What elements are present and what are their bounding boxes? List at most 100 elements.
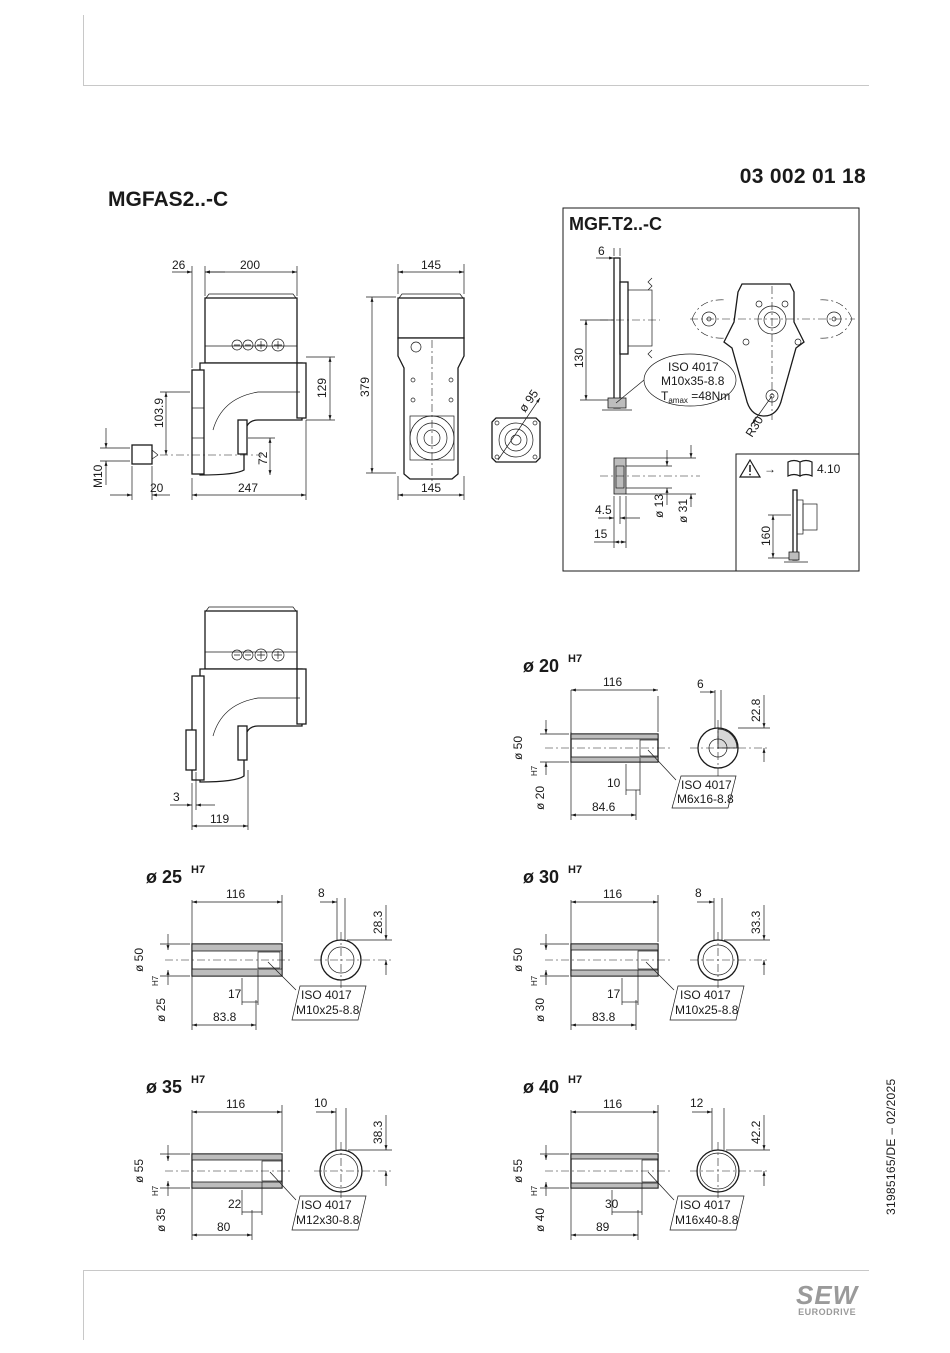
led-indicators	[231, 338, 285, 352]
torque-bolt-line2: M10x35-8.8	[661, 374, 725, 388]
shaft-20-outer: ø 50	[511, 736, 525, 760]
shaft-25-keyh: 28.3	[371, 910, 385, 934]
shaft-30-bolt2: M10x25-8.8	[675, 1003, 739, 1017]
shaft-30-depth: 17	[607, 987, 621, 1001]
shaft-30-bore-tol: H7	[530, 975, 539, 986]
shaft-detail-20: ø 20 H7 116 ø 50 ø 20 H7 10 84.6 ISO 401…	[511, 653, 770, 820]
dim-129: 129	[315, 378, 329, 398]
shaft-35-bolt1: ISO 4017	[301, 1198, 352, 1212]
shaft-35-len2: 80	[217, 1220, 231, 1234]
footer-left-rule	[83, 1270, 84, 1340]
shaft-40-keyh: 42.2	[749, 1120, 763, 1144]
shaft-detail-35: ø 35 H7 116 ø 55 ø 35 H7 22 80 ISO 4017 …	[132, 1074, 392, 1240]
torque-arm-title: MGF.T2..-C	[569, 214, 662, 234]
front-cover	[397, 297, 465, 339]
torque-dim-r30: R30	[743, 413, 767, 439]
electronics-cover	[204, 297, 298, 364]
shaft-20-bore-tol: H7	[530, 765, 539, 776]
shaft-20-title: ø 20	[523, 656, 559, 676]
header-left-rule	[83, 15, 84, 86]
dia-95: ø 95	[516, 387, 541, 415]
shaft-25-len2: 83.8	[213, 1010, 237, 1024]
shaft-20-depth: 10	[607, 776, 621, 790]
dim-3: 3	[173, 790, 180, 804]
shaft-30-key: 8	[695, 886, 702, 900]
shaft-20-bolt2: M6x16-8.8	[677, 792, 734, 806]
shaft-40-bolt2: M16x40-8.8	[675, 1213, 739, 1227]
dim-26: 26	[172, 258, 186, 272]
shaft-25-key: 8	[318, 886, 325, 900]
shaft-35-title: ø 35	[146, 1077, 182, 1097]
dim-145-top: 145	[421, 258, 441, 272]
note-box	[735, 453, 860, 572]
second-side-view: 3 119	[170, 606, 307, 830]
shaft-30-outer: ø 50	[511, 948, 525, 972]
shaft-40-depth: 30	[605, 1197, 619, 1211]
shaft-35-keyh: 38.3	[371, 1120, 385, 1144]
shaft-40-len2: 89	[596, 1220, 610, 1234]
torque-dia-31: ø 31	[676, 499, 690, 523]
flange-view: ø 95	[491, 387, 541, 463]
torque-arm-frame	[562, 207, 860, 572]
torque-bolt-line1: ISO 4017	[668, 360, 719, 374]
shaft-20-tol: H7	[568, 653, 582, 665]
shaft-35-key: 10	[314, 1096, 328, 1110]
torque-dia-13: ø 13	[652, 494, 666, 518]
shaft-35-tol: H7	[191, 1074, 205, 1086]
shaft-20-bore: ø 20	[533, 786, 547, 810]
shaft-end	[131, 444, 153, 465]
torque-arm-panel: MGF.T2..-C 6 130 ISO 4017 M10x35-8.8 Tam…	[562, 207, 860, 572]
shaft-40-bore: ø 40	[533, 1208, 547, 1232]
shaft-35-outer: ø 55	[132, 1159, 146, 1183]
shaft-35-bolt2: M12x30-8.8	[296, 1213, 360, 1227]
shaft-25-depth: 17	[228, 987, 242, 1001]
torque-dim-15: 15	[594, 527, 608, 541]
torque-dim-130: 130	[572, 348, 586, 368]
shaft-40-len: 116	[603, 1097, 622, 1111]
shaft-35-bore-tol: H7	[151, 1185, 160, 1196]
shaft-30-bore: ø 30	[533, 998, 547, 1022]
shaft-20-bolt1: ISO 4017	[681, 778, 732, 792]
shaft-30-len: 116	[603, 887, 622, 901]
shaft-25-len: 116	[226, 887, 245, 901]
shaft-25-bore: ø 25	[154, 998, 168, 1022]
front-view: 145 379 145	[358, 258, 465, 500]
shaft-40-tol: H7	[568, 1074, 582, 1086]
note-dim-160: 160	[759, 526, 773, 546]
sew-logo: SEW EURODRIVE	[796, 1282, 858, 1317]
shaft-25-outer: ø 50	[132, 948, 146, 972]
dim-m10: M10	[91, 464, 105, 488]
dim-119: 119	[210, 812, 229, 826]
dim-379: 379	[358, 377, 372, 397]
shaft-20-key: 6	[697, 677, 704, 691]
shaft-25-bolt1: ISO 4017	[301, 988, 352, 1002]
main-side-view: 26 200 129 103.9 72 247 20 M10	[91, 258, 335, 500]
dim-145-bottom: 145	[421, 481, 441, 495]
shaft-30-bolt1: ISO 4017	[680, 988, 731, 1002]
gearbox-housing	[199, 362, 303, 476]
dim-20: 20	[150, 481, 164, 495]
torque-arm	[723, 283, 805, 417]
shaft-35-bore: ø 35	[154, 1208, 168, 1232]
shaft-20-keyh: 22.8	[749, 698, 763, 722]
dim-72: 72	[256, 451, 270, 465]
shaft-25-tol: H7	[191, 864, 205, 876]
shaft-35-depth: 22	[228, 1197, 242, 1211]
shaft-detail-30: ø 30 H7 116 ø 50 ø 30 H7 17 83.8 ISO 401…	[511, 864, 770, 1030]
shaft-25-bore-tol: H7	[151, 975, 160, 986]
shaft-40-outer: ø 55	[511, 1159, 525, 1183]
note-ref: 4.10	[817, 462, 841, 476]
dim-247: 247	[238, 481, 258, 495]
flange	[191, 369, 205, 475]
torque-dim-6: 6	[598, 244, 605, 258]
dim-103-9: 103.9	[152, 398, 166, 428]
shaft-30-title: ø 30	[523, 867, 559, 887]
shaft-40-bore-tol: H7	[530, 1185, 539, 1196]
shaft-35-len: 116	[226, 1097, 245, 1111]
shaft-40-bolt1: ISO 4017	[680, 1198, 731, 1212]
dim-200: 200	[240, 258, 260, 272]
shaft-20-len: 116	[603, 675, 622, 689]
torque-bolt-line3: Tamax =48Nm	[661, 389, 730, 405]
shaft-30-keyh: 33.3	[749, 910, 763, 934]
